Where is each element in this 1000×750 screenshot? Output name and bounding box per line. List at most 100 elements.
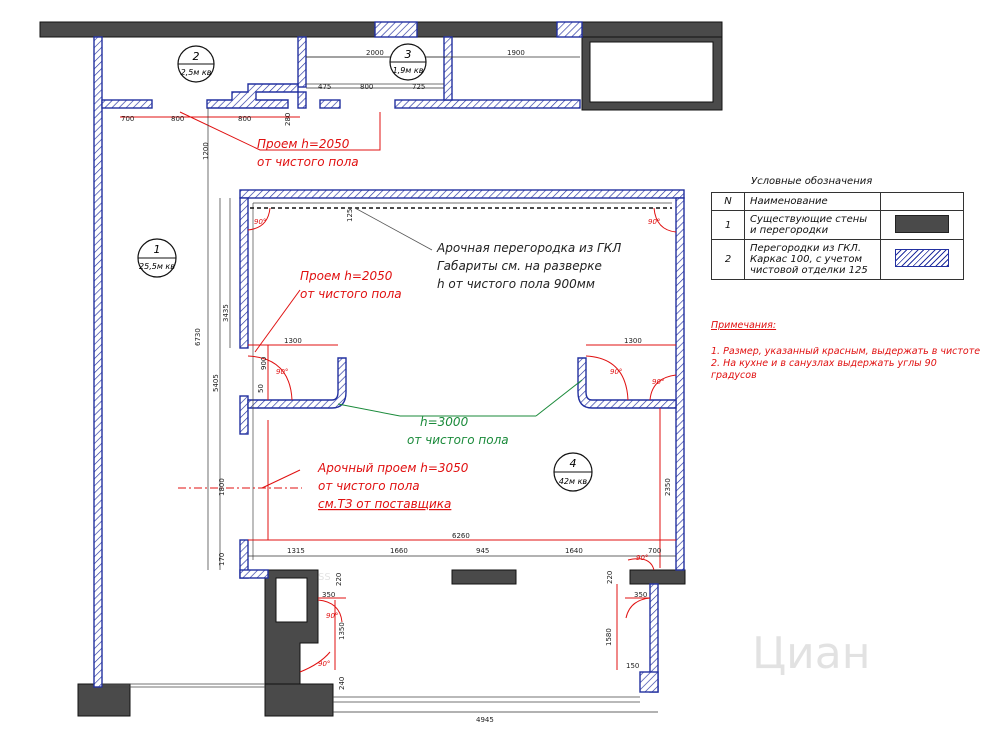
dim-label-1300a: 1300 xyxy=(284,337,302,345)
arc-1 xyxy=(247,207,271,231)
annotation-arch-opening: Арочный проем h=3050 от чистого пола см.… xyxy=(317,461,469,511)
dim-label-125: 125 xyxy=(346,209,354,222)
dim-label-800b: 800 xyxy=(238,115,251,123)
room-tag-4: 4 42м кв xyxy=(553,452,593,492)
green-leaders xyxy=(337,379,583,417)
room-3-area: 1,9м кв xyxy=(393,66,424,75)
red-dimensions xyxy=(120,111,677,673)
angle-labels: 90° 90° 90° 90° 90° 90° 90° 90° xyxy=(254,218,664,668)
dim-label-280: 280 xyxy=(284,113,292,126)
dim-label-1300b: 1300 xyxy=(624,337,642,345)
room4-right-wall xyxy=(675,197,685,571)
arch-partition-left xyxy=(247,357,347,409)
dim-label-800a: 800 xyxy=(171,115,184,123)
note-2: 2. На кухне и в санузлах выдержать углы … xyxy=(711,358,937,381)
legend-row-2-swatch-cell xyxy=(880,239,964,280)
dim-label-900: 900 xyxy=(260,357,268,370)
opening-left-line1: Проем h=2050 xyxy=(300,269,393,283)
wall-segment-right xyxy=(629,569,686,585)
legend-row-2-name: Перегородки из ГКЛ. Каркас 100, с учетом… xyxy=(744,239,881,280)
dimension-labels: 700 800 800 280 1200 2000 1900 475 800 7… xyxy=(121,49,672,724)
dim-label-1900: 1900 xyxy=(507,49,525,57)
angle-label-5: 90° xyxy=(652,378,664,386)
dim-label-5405: 5405 xyxy=(212,374,220,392)
legend-header-row: N Наименование xyxy=(711,192,964,211)
arc-6 xyxy=(627,558,655,571)
top-wall-left xyxy=(39,21,376,38)
top-wall-mid xyxy=(416,21,558,38)
room-1-area: 25,5м кв xyxy=(139,262,175,271)
angle-label-7: 90° xyxy=(326,612,338,620)
annotation-opening-top: Проем h=2050 от чистого пола xyxy=(257,137,359,169)
wall-segment-center xyxy=(451,569,517,585)
lower-right-base xyxy=(639,671,659,693)
legend-row-1: 1 Существующие стены и перегородки xyxy=(711,210,964,240)
dim-label-1640: 1640 xyxy=(565,547,583,555)
legend-row-1-swatch-cell xyxy=(880,210,964,240)
angle-label-3: 90° xyxy=(276,368,288,376)
top-hatch-block-1 xyxy=(374,21,418,38)
dim-label-6730: 6730 xyxy=(194,328,202,346)
annotation-partition-height: h=3000 от чистого пола xyxy=(407,415,509,447)
legend-head-n: N xyxy=(711,192,745,211)
room3-bottom-b xyxy=(394,99,581,109)
arch-partition-line3: h от чистого пола 900мм xyxy=(437,277,595,291)
annotation-arch-partition: Арочная перегородка из ГКЛ Габариты см. … xyxy=(436,241,621,291)
dim-label-350a: 350 xyxy=(322,591,335,599)
room2-bottom-step xyxy=(206,83,299,109)
partition-height-line2: от чистого пола xyxy=(407,433,509,447)
green-leader-right xyxy=(535,379,583,417)
room4-bottom-left xyxy=(239,569,269,579)
legend-head-name: Наименование xyxy=(744,192,881,211)
dim-label-1660: 1660 xyxy=(390,547,408,555)
dim-label-2350: 2350 xyxy=(664,478,672,496)
existing-walls xyxy=(39,21,723,717)
leader-opening-top xyxy=(179,111,381,151)
room-tag-2: 2 2,5м кв xyxy=(177,45,215,83)
left-outer-wall xyxy=(93,36,103,688)
dim-label-945: 945 xyxy=(476,547,489,555)
room4-left-wall-upper xyxy=(239,197,249,349)
arch-partition-line2: Габариты см. на разверке xyxy=(437,259,602,273)
watermark-text: Циан xyxy=(752,628,871,679)
room-2-area: 2,5м кв xyxy=(181,68,212,77)
dim-label-150: 150 xyxy=(626,662,639,670)
legend-row-1-name: Существующие стены и перегородки xyxy=(744,210,881,240)
leader-opening-left xyxy=(254,289,301,353)
angle-label-2: 90° xyxy=(648,218,660,226)
room-4-number: 4 xyxy=(570,457,577,470)
arch-partition-right xyxy=(577,357,677,409)
angle-label-8: 90° xyxy=(318,660,330,668)
legend-head-swatch xyxy=(880,192,964,211)
dim-label-4945: 4945 xyxy=(476,716,494,724)
column-bottom-mid xyxy=(264,683,334,717)
arc-3 xyxy=(247,355,293,401)
arc-8 xyxy=(299,651,331,673)
dim-label-700b: 700 xyxy=(648,547,661,555)
arch-partition-line1: Арочная перегородка из ГКЛ xyxy=(436,241,621,255)
angle-label-6: 90° xyxy=(636,554,648,562)
column-top-right xyxy=(581,36,723,111)
room-tag-3: 3 1,9м кв xyxy=(389,43,427,81)
room2-top-wall xyxy=(101,99,153,109)
dim-label-50: 50 xyxy=(257,384,265,393)
watermark: Циан SS xyxy=(318,572,871,679)
legend-row-2: 2 Перегородки из ГКЛ. Каркас 100, с учет… xyxy=(711,239,964,280)
arch-opening-line1: Арочный проем h=3050 xyxy=(317,461,469,475)
arc-7 xyxy=(317,599,343,623)
opening-top-line2: от чистого пола xyxy=(257,155,359,169)
dim-label-3435: 3435 xyxy=(222,304,230,322)
dim-label-700: 700 xyxy=(121,115,134,123)
dim-label-725: 725 xyxy=(412,83,425,91)
legend-title: Условные обозначения xyxy=(751,176,873,187)
arc-5 xyxy=(649,374,677,401)
notes-title: Примечания: xyxy=(711,320,777,331)
dim-label-220b: 220 xyxy=(606,571,614,584)
dim-label-475: 475 xyxy=(318,83,331,91)
dim-label-1350: 1350 xyxy=(338,622,346,640)
arc-2 xyxy=(653,207,677,233)
opening-left-line2: от чистого пола xyxy=(300,287,402,301)
legend-swatch-gkl xyxy=(895,249,949,267)
dim-label-220a: 220 xyxy=(335,573,343,586)
top-hatch-block-2 xyxy=(556,21,583,38)
